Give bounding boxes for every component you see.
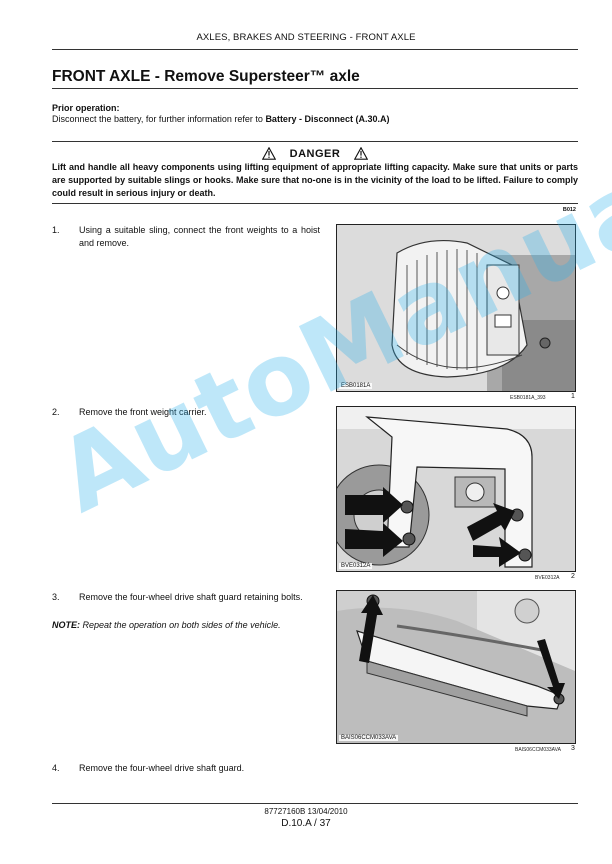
step-4: 4. Remove the four-wheel drive shaft gua… [52,762,320,775]
figure-number: 2 [571,573,575,580]
front-weights-illustration [337,225,575,391]
danger-text: Lift and handle all heavy components usi… [52,162,578,198]
footer-page-number: D.10.A / 37 [281,818,331,829]
step-text: Remove the four-wheel drive shaft guard. [79,763,245,773]
warning-triangle-icon [354,147,369,160]
danger-word: DANGER [289,147,341,160]
danger-heading: DANGER [52,147,578,160]
step-text: Remove the four-wheel drive shaft guard … [79,592,303,602]
footer-rule [52,803,578,804]
drive-shaft-guard-illustration [337,591,575,743]
figure-label: ESB0181A [339,383,373,389]
figure-3-photo: BAIS06CCM033AVA [336,590,576,744]
warning-triangle-icon [261,147,276,160]
figure-2-photo: BVE0312A [336,406,576,572]
figure-1-photo: ESB0181A [336,224,576,392]
figure-caption: ESB0181A_393 [510,395,546,401]
step-text: Using a suitable sling, connect the fron… [79,225,320,248]
title-rule [52,88,578,89]
step-3: 3. Remove the four-wheel drive shaft gua… [52,591,320,604]
note: NOTE: Repeat the operation on both sides… [52,620,320,630]
danger-top-rule [52,141,578,142]
note-text: Repeat the operation on both sides of th… [80,620,281,630]
figure-number: 1 [571,393,575,400]
step-number: 4. [52,763,60,773]
figure-caption: BAIS06CCM033AVA [515,747,561,753]
prior-operation-label: Prior operation: [52,103,120,113]
step-text: Remove the front weight carrier. [79,407,207,417]
figure-label: BAIS06CCM033AVA [339,735,399,741]
step-2: 2. Remove the front weight carrier. [52,406,320,419]
danger-bottom-rule [52,203,578,204]
figure-label: BVE0312A [339,563,373,569]
step-1: 1. Using a suitable sling, connect the f… [52,224,320,249]
footer-doc-number: 87727160B 13/04/2010 [264,807,348,816]
danger-code: B012 [562,207,576,213]
weight-carrier-illustration [337,407,575,571]
step-number: 3. [52,592,60,602]
note-label: NOTE: [52,620,80,630]
figure-caption: BVE0312A [535,575,560,581]
prior-operation-sentence: Disconnect the battery, for further info… [52,114,266,124]
page-title: FRONT AXLE - Remove Supersteer™ axle [52,68,360,85]
figure-number: 3 [571,745,575,752]
running-header: AXLES, BRAKES AND STEERING - FRONT AXLE [196,32,416,43]
prior-operation-text: Disconnect the battery, for further info… [52,114,389,124]
step-number: 1. [52,225,60,235]
step-number: 2. [52,407,60,417]
header-rule [52,49,578,50]
prior-operation-reference[interactable]: Battery - Disconnect (A.30.A) [265,114,390,124]
